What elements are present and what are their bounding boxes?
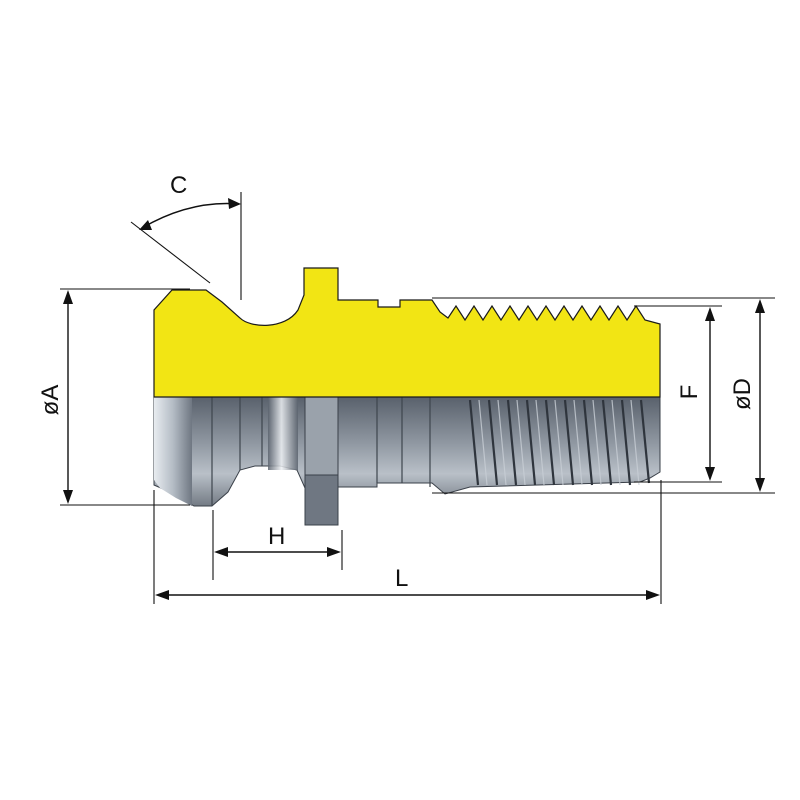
label-c: C	[170, 172, 187, 199]
steel-body	[153, 396, 661, 526]
steel-head-face	[154, 397, 192, 506]
steel-stem	[304, 469, 339, 526]
yellow-cross-section	[153, 267, 661, 398]
thread-lines	[468, 399, 651, 486]
steel-grooves	[211, 397, 431, 506]
steel-exterior-view	[153, 396, 661, 526]
dimension-lines	[60, 192, 775, 604]
label-l: L	[395, 565, 408, 592]
label-h: H	[268, 523, 285, 550]
steel-neck-highlight	[268, 397, 298, 470]
label-d: øD	[729, 378, 756, 410]
label-a: øA	[37, 385, 64, 416]
label-f: F	[676, 385, 703, 400]
